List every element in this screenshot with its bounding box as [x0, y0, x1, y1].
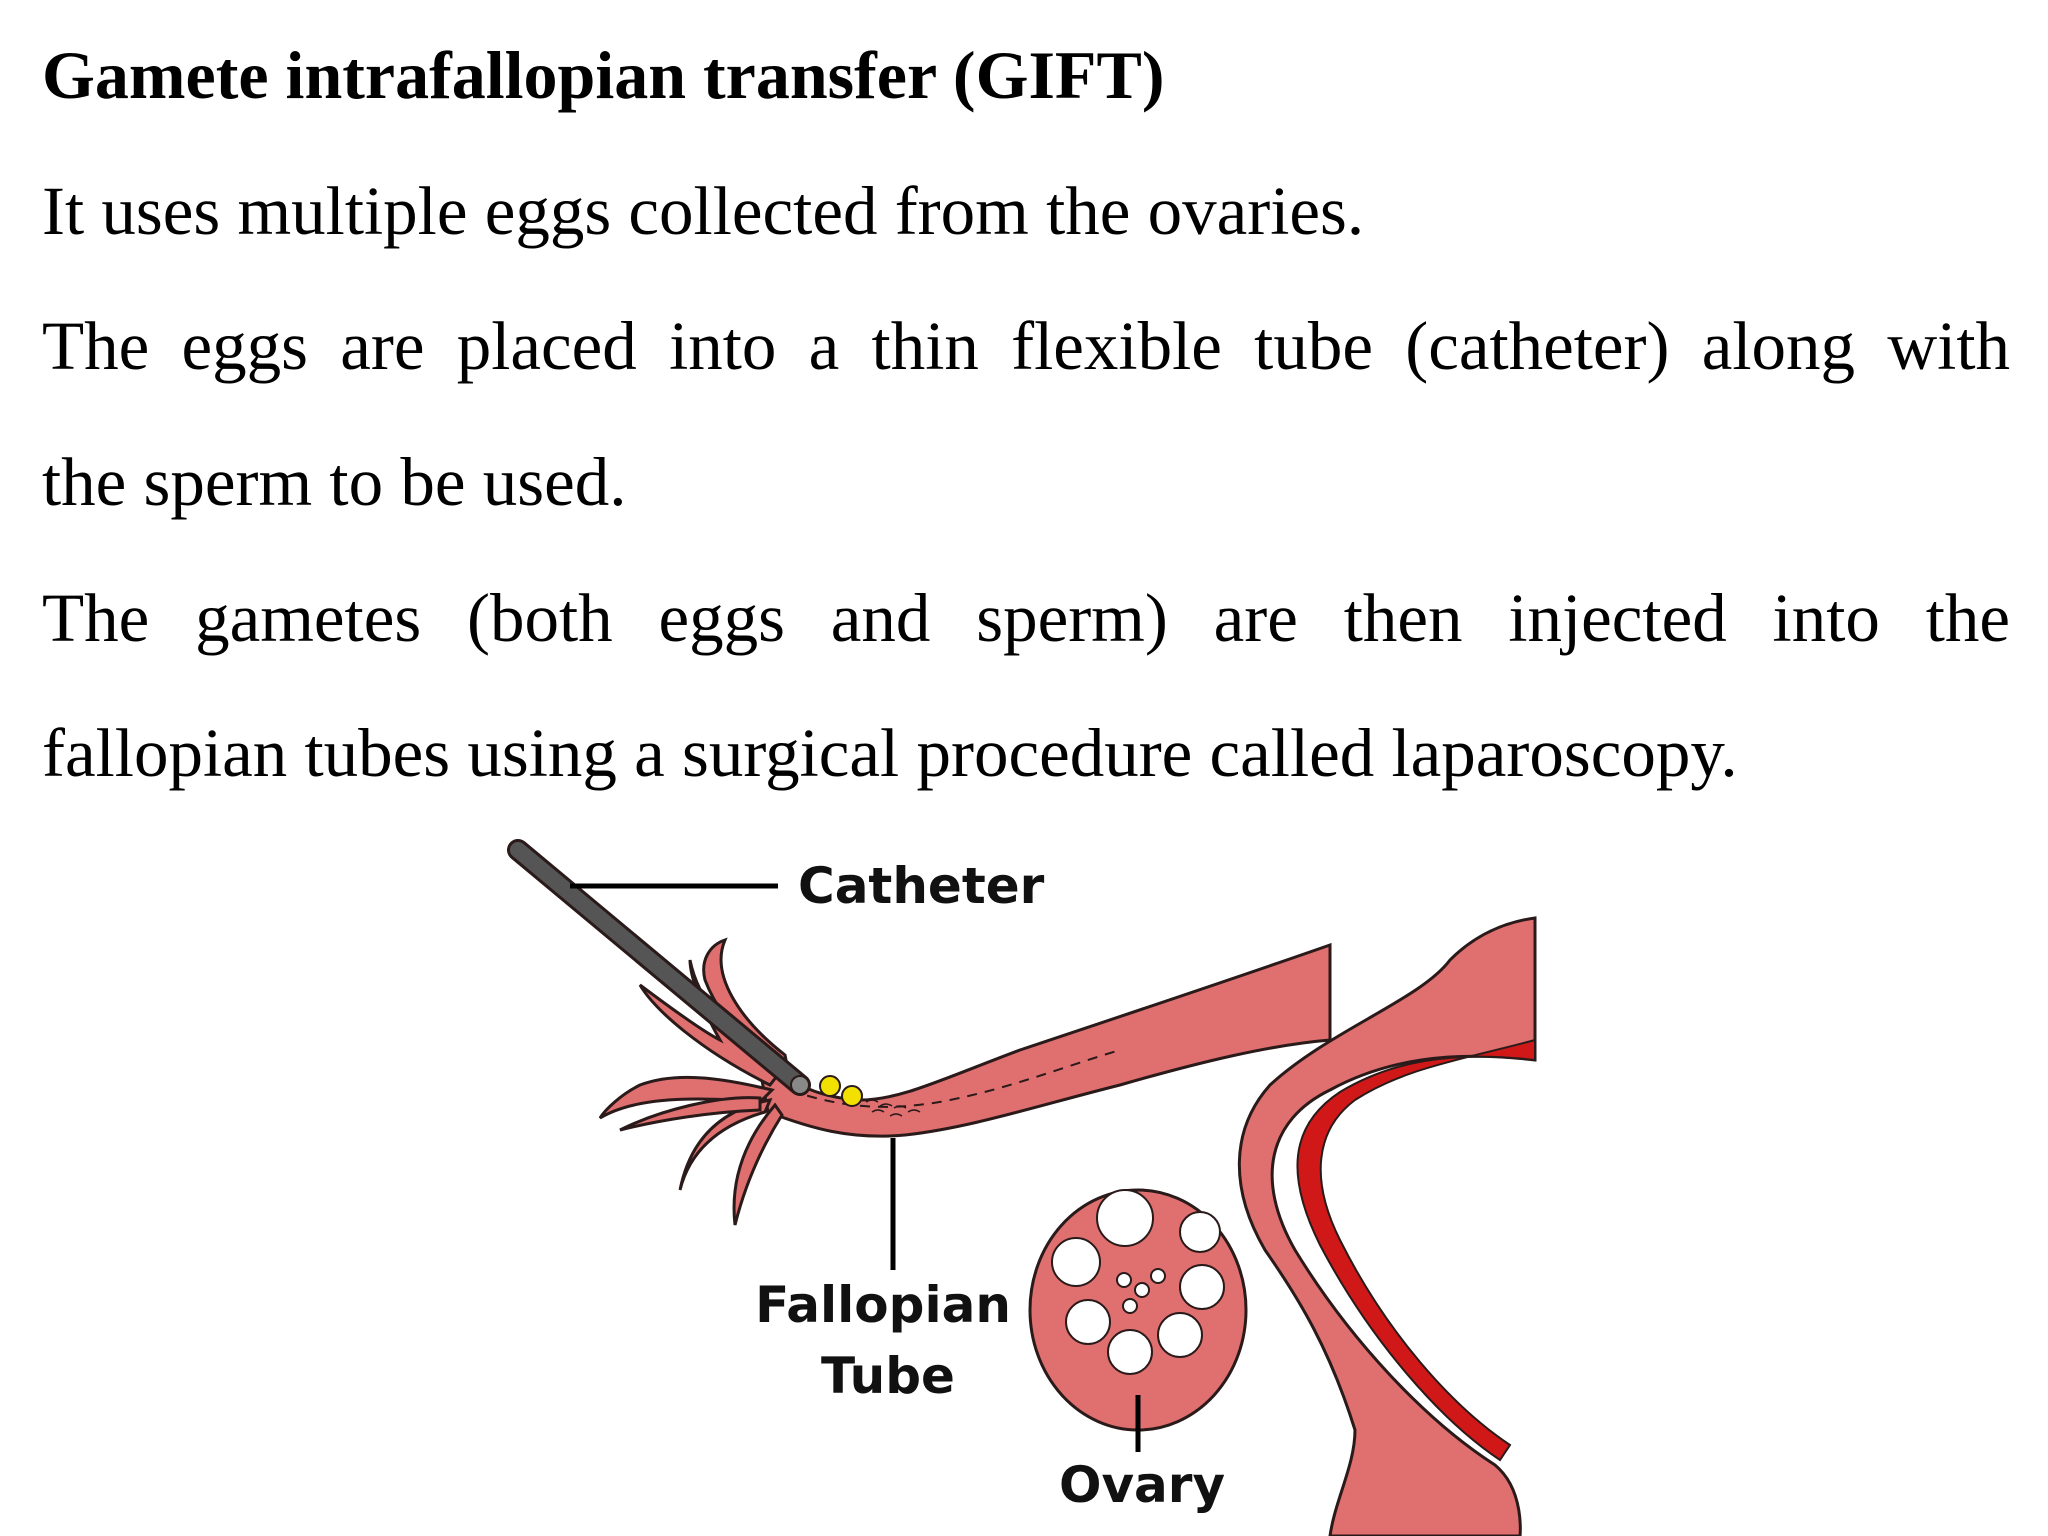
paragraph-1-line-1: It uses multiple eggs collected from the… — [42, 173, 1365, 249]
tube-lumen — [789, 1049, 1121, 1108]
gift-diagram: Catheter Fallopian Tube Ovary — [507, 839, 1537, 1536]
uterus-lining — [1296, 1038, 1536, 1462]
fallopian-label-line-1: Fallopian — [755, 1276, 1011, 1334]
ovary-label: Ovary — [1059, 1456, 1225, 1514]
fimbriae — [598, 937, 793, 1226]
paragraph-2-line-2: the sperm to be used. — [42, 444, 627, 520]
catheter-label: Catheter — [798, 857, 1045, 915]
gametes — [819, 1075, 921, 1117]
ovary — [1028, 1188, 1248, 1432]
paragraph-3-line-1: The gametes (both eggs and sperm) are th… — [42, 580, 2010, 656]
paragraph-3-line-2: fallopian tubes using a surgical procedu… — [42, 715, 1738, 791]
page-title: Gamete intrafallopian transfer (GIFT) — [42, 37, 1165, 113]
uterus — [1237, 916, 1537, 1536]
fallopian-tube — [758, 942, 1332, 1138]
fallopian-label-line-2: Tube — [821, 1347, 955, 1405]
catheter — [507, 839, 811, 1096]
paragraph-2-line-1: The eggs are placed into a thin flexible… — [42, 308, 2010, 384]
